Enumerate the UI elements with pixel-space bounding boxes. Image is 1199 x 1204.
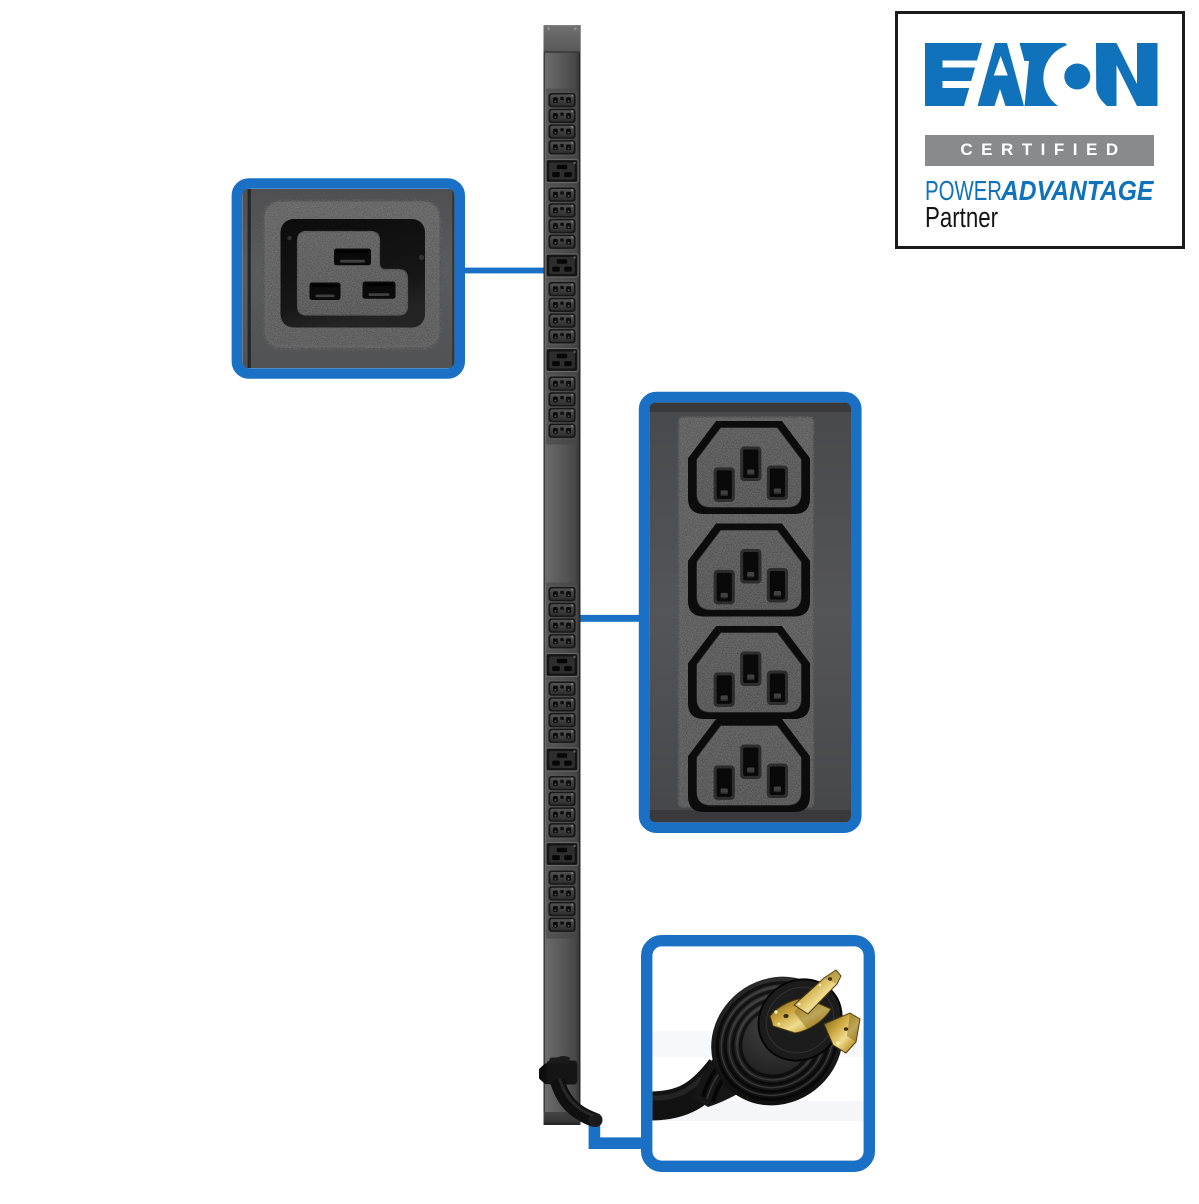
c13-outlet: [548, 407, 576, 423]
c13-outlet: [548, 93, 576, 108]
c13-outlet: [548, 712, 576, 728]
logo-letter-t-crescent: [1019, 43, 1067, 106]
c19-outlet: [545, 158, 579, 184]
c13-outlet: [548, 297, 576, 312]
certified-label: CERTIFIED: [960, 140, 1127, 159]
c13-outlet: [548, 587, 576, 602]
logo-letter-n: [1095, 43, 1157, 106]
c13-outlet: [548, 728, 576, 743]
c19-outlet: [545, 253, 579, 278]
c13-outlet: [548, 886, 576, 901]
c13-outlet: [548, 681, 576, 696]
c13-closeup-outlet: [688, 421, 810, 514]
power-label: POWER: [924, 175, 1002, 206]
c19-closeup-photo: [242, 188, 455, 369]
callout-line-plug: [588, 1121, 650, 1149]
eaton-certified-badge: CERTIFIED POWERADVANTAGE Partner: [894, 11, 1185, 249]
plug-closeup-photo: [652, 946, 864, 1161]
program-line: POWERADVANTAGE: [925, 177, 1155, 205]
advantage-label: ADVANTAGE: [1001, 175, 1154, 206]
c13-group-closeup-photo: [649, 402, 851, 823]
c19-outlet: [545, 347, 579, 373]
c13-outlet: [548, 203, 576, 218]
plug-blades: [769, 969, 861, 1054]
c13-outlet: [548, 234, 576, 249]
c13-outlet: [548, 870, 576, 885]
logo-letter-e: [924, 43, 982, 106]
logo-letter-a-counter: [993, 56, 1008, 76]
callout-line-c13: [576, 614, 642, 622]
eaton-logo: [924, 43, 1157, 106]
callout-c19-outlet: [231, 178, 465, 379]
pdu-strip: [539, 25, 603, 1127]
c13-closeup-outlet: [688, 626, 810, 719]
c13-outlet: [548, 807, 576, 822]
c19-outlet: [545, 747, 579, 772]
c13-outlet: [548, 634, 576, 649]
certified-bar: CERTIFIED: [924, 134, 1154, 166]
c13-outlet: [548, 108, 576, 123]
c13-outlet: [548, 282, 576, 297]
logo-dot: [1063, 63, 1090, 90]
callout-c13-group: [638, 391, 862, 834]
c13-outlet: [548, 124, 576, 139]
callout-line-c19: [462, 267, 546, 274]
c13-outlet: [548, 776, 576, 791]
c13-outlet: [548, 313, 576, 328]
c13-closeup-outlet: [688, 524, 810, 617]
c13-outlet: [548, 329, 576, 344]
c13-outlet: [548, 823, 576, 838]
c13-outlet: [548, 791, 576, 806]
c13-closeup-outlet: [688, 719, 810, 812]
c19-outlet: [545, 652, 579, 678]
c13-outlet: [548, 218, 576, 234]
c13-outlet: [548, 187, 576, 202]
c13-outlet: [548, 423, 576, 438]
c13-outlet: [548, 618, 576, 633]
partner-label: Partner: [924, 202, 998, 234]
c13-outlet: [548, 376, 576, 391]
c13-outlet: [548, 697, 576, 712]
c13-outlet: [548, 901, 576, 917]
c13-outlet: [548, 140, 576, 155]
callout-power-plug: [641, 935, 876, 1173]
c13-outlet: [548, 917, 576, 932]
c13-outlet: [548, 392, 576, 407]
c19-outlet: [545, 841, 579, 867]
c13-outlet: [548, 602, 576, 617]
